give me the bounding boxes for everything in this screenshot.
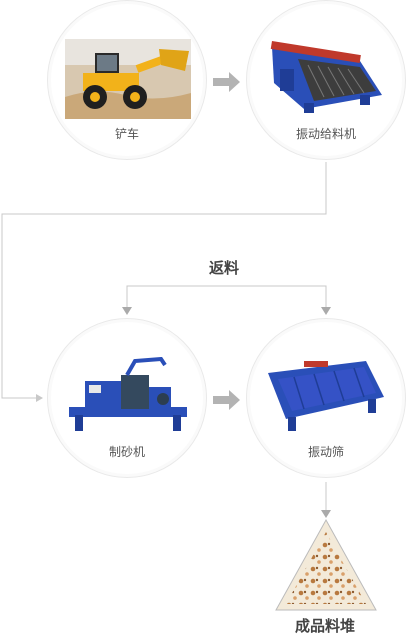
node-vibrating-feeder[interactable]: 振动给料机	[246, 0, 406, 160]
return-material-label: 返料	[208, 259, 239, 277]
arrow-loader-to-feeder	[213, 72, 240, 92]
node-label: 振动筛	[307, 445, 344, 459]
node-label: 振动给料机	[295, 127, 356, 141]
vibrating-feeder-image	[270, 41, 382, 113]
node-label: 制砂机	[108, 445, 145, 459]
return-bracket	[122, 285, 331, 315]
arrowhead-into-product	[321, 510, 331, 518]
node-vibrating-screen[interactable]: 振动筛	[246, 318, 406, 478]
arrow-sand-maker-to-screen	[213, 390, 240, 410]
vibrating-screen-image	[268, 361, 384, 431]
product-pile-label: 成品料堆	[294, 617, 355, 635]
sand-maker-image	[69, 357, 187, 431]
arrowhead-into-sand-maker	[36, 394, 43, 402]
loader-image	[65, 39, 191, 119]
node-sand-maker[interactable]: 制砂机	[47, 318, 207, 478]
node-loader[interactable]: 铲车	[47, 0, 207, 160]
node-label: 铲车	[114, 127, 139, 141]
product-pile-icon	[275, 518, 377, 611]
line-feeder-to-sand-maker	[1, 162, 327, 399]
